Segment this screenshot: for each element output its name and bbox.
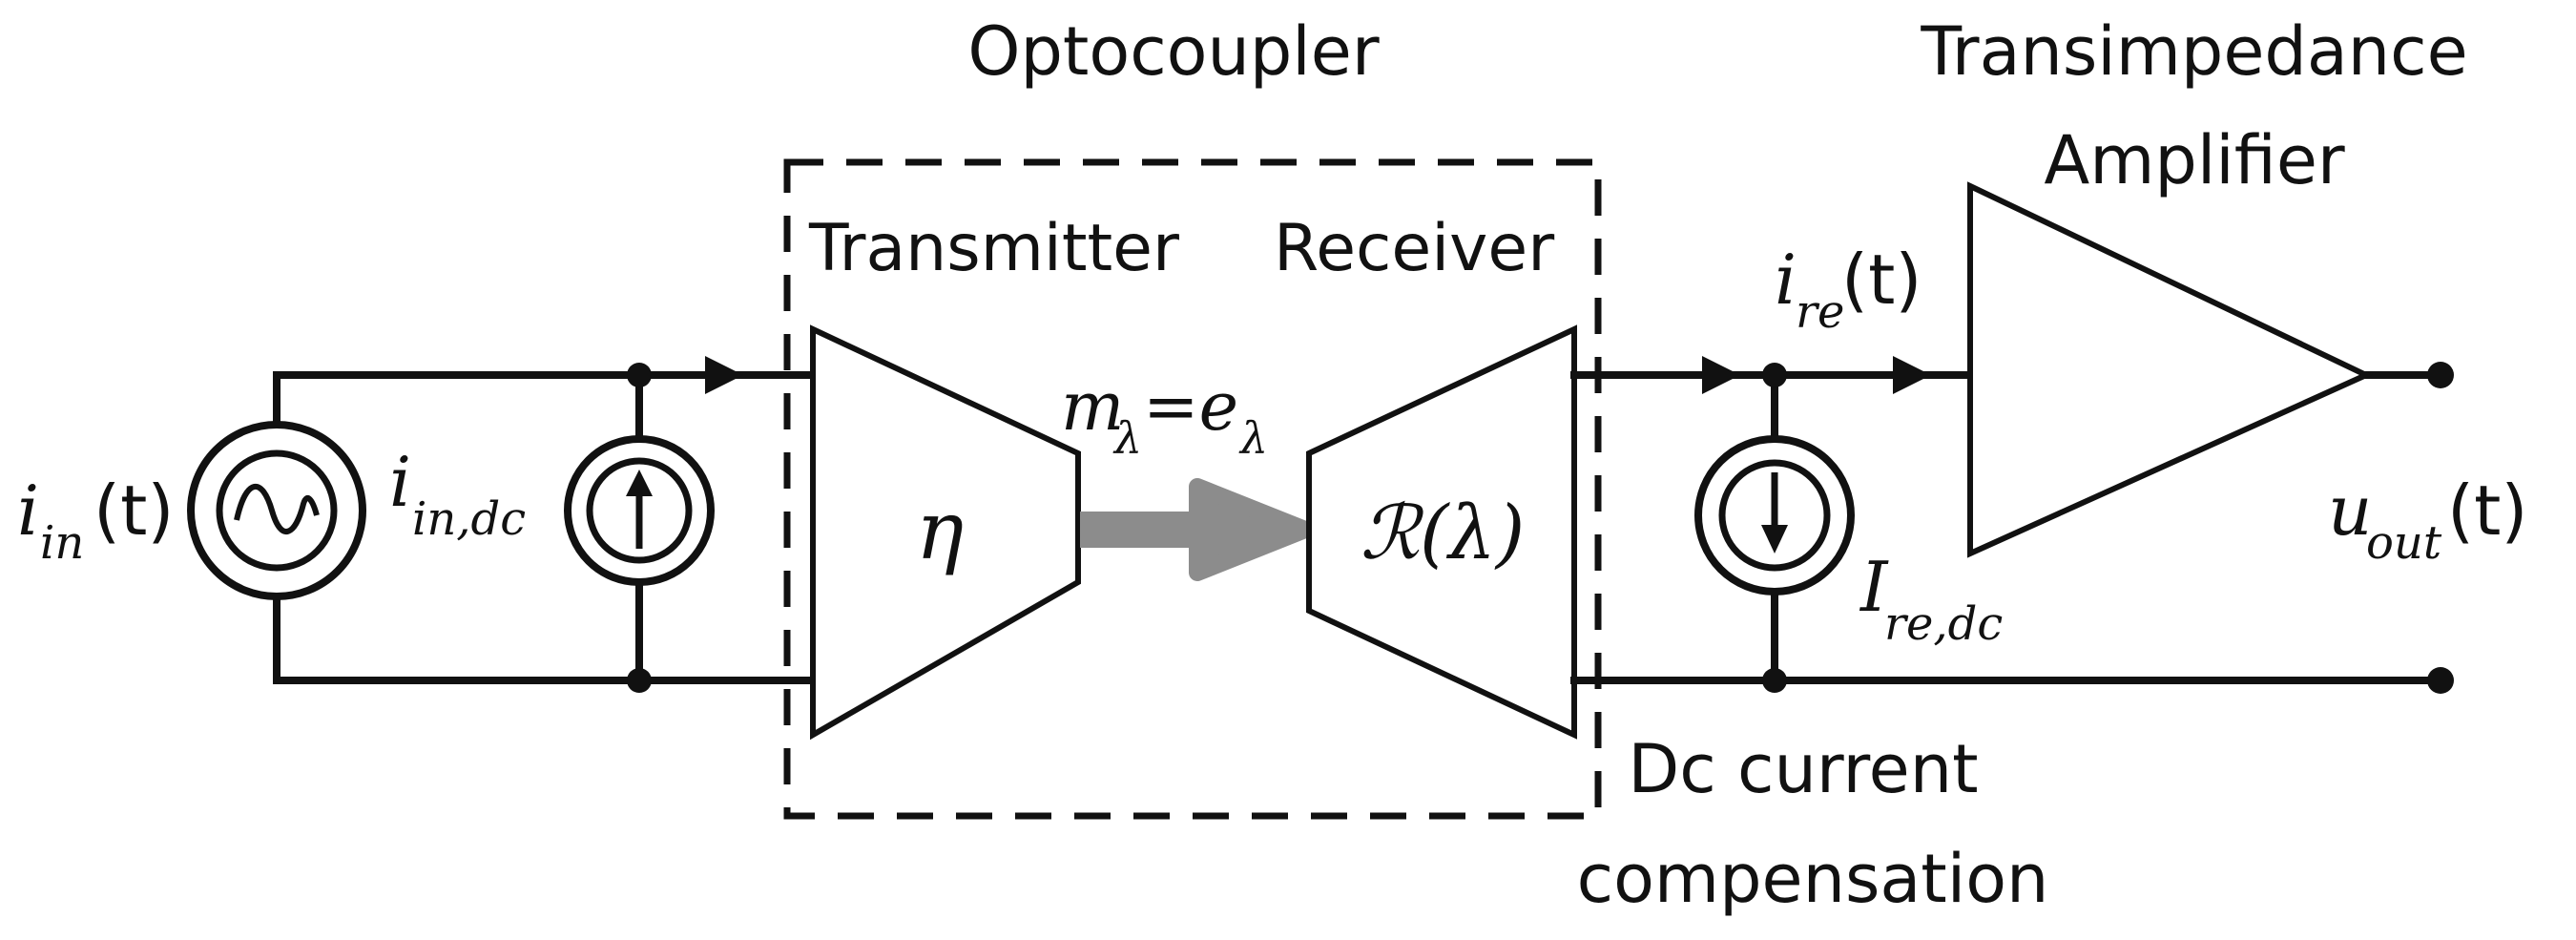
dc-compensation-line2: compensation: [1577, 840, 2049, 918]
svg-text:m: m: [1061, 367, 1124, 446]
tia-title-line2: Amplifier: [2044, 121, 2345, 199]
i-in-label: i in (t): [17, 470, 174, 570]
transimpedance-amplifier-icon: [1967, 181, 2374, 558]
ac-current-source-icon: [187, 421, 366, 600]
i-in-dc-label: i in,dc: [389, 442, 526, 546]
input-bottom-junction-dot: [627, 668, 652, 693]
svg-text:(t): (t): [93, 470, 174, 551]
svg-text:i: i: [1775, 240, 1797, 320]
input-bottom-wire: [273, 578, 815, 684]
svg-text:(t): (t): [1841, 240, 1922, 320]
transmitter-label: Transmitter: [808, 211, 1179, 286]
output-bottom-terminal-dot: [2427, 667, 2454, 694]
svg-text:λ: λ: [1112, 412, 1142, 464]
responsivity-symbol: ℛ(λ): [1361, 491, 1526, 576]
svg-text:(t): (t): [2447, 470, 2527, 551]
svg-text:in: in: [40, 516, 84, 570]
I-re-dc-label: I re,dc: [1859, 547, 2003, 651]
svg-text:λ: λ: [1238, 412, 1268, 464]
svg-text:i: i: [389, 442, 411, 522]
svg-text:i: i: [17, 470, 39, 551]
svg-text:in,dc: in,dc: [412, 492, 526, 546]
output-top-junction-dot: [1762, 363, 1787, 387]
dc-compensation-line1: Dc current: [1628, 730, 1978, 808]
dc-compensation-source-icon: [1694, 435, 1855, 595]
svg-text:re: re: [1796, 285, 1844, 339]
output-bottom-junction-dot: [1762, 668, 1787, 693]
i-re-label: i re (t): [1775, 240, 1922, 339]
receiver-block: [1306, 324, 1577, 740]
u-out-label: u out (t): [2328, 470, 2527, 570]
svg-text:u: u: [2328, 470, 2372, 551]
optical-coupling-arrow: [1080, 478, 1314, 581]
transmitter-block: [810, 324, 1081, 741]
optocoupler-title: Optocoupler: [967, 12, 1379, 91]
svg-text:I: I: [1859, 547, 1889, 627]
svg-text:re,dc: re,dc: [1884, 597, 2003, 651]
tia-title-line1: Transimpedance: [1920, 12, 2467, 91]
svg-text:=e: =e: [1143, 367, 1238, 446]
receiver-label: Receiver: [1274, 211, 1554, 286]
output-top-terminal-dot: [2427, 362, 2454, 388]
m-lambda-label: m λ =e λ: [1061, 367, 1268, 464]
eta-symbol: η: [916, 484, 964, 577]
svg-text:out: out: [2366, 516, 2442, 570]
optocoupler-boundary: [783, 158, 1602, 820]
input-top-junction-dot: [627, 363, 652, 387]
dc-current-source-icon: [564, 435, 715, 586]
